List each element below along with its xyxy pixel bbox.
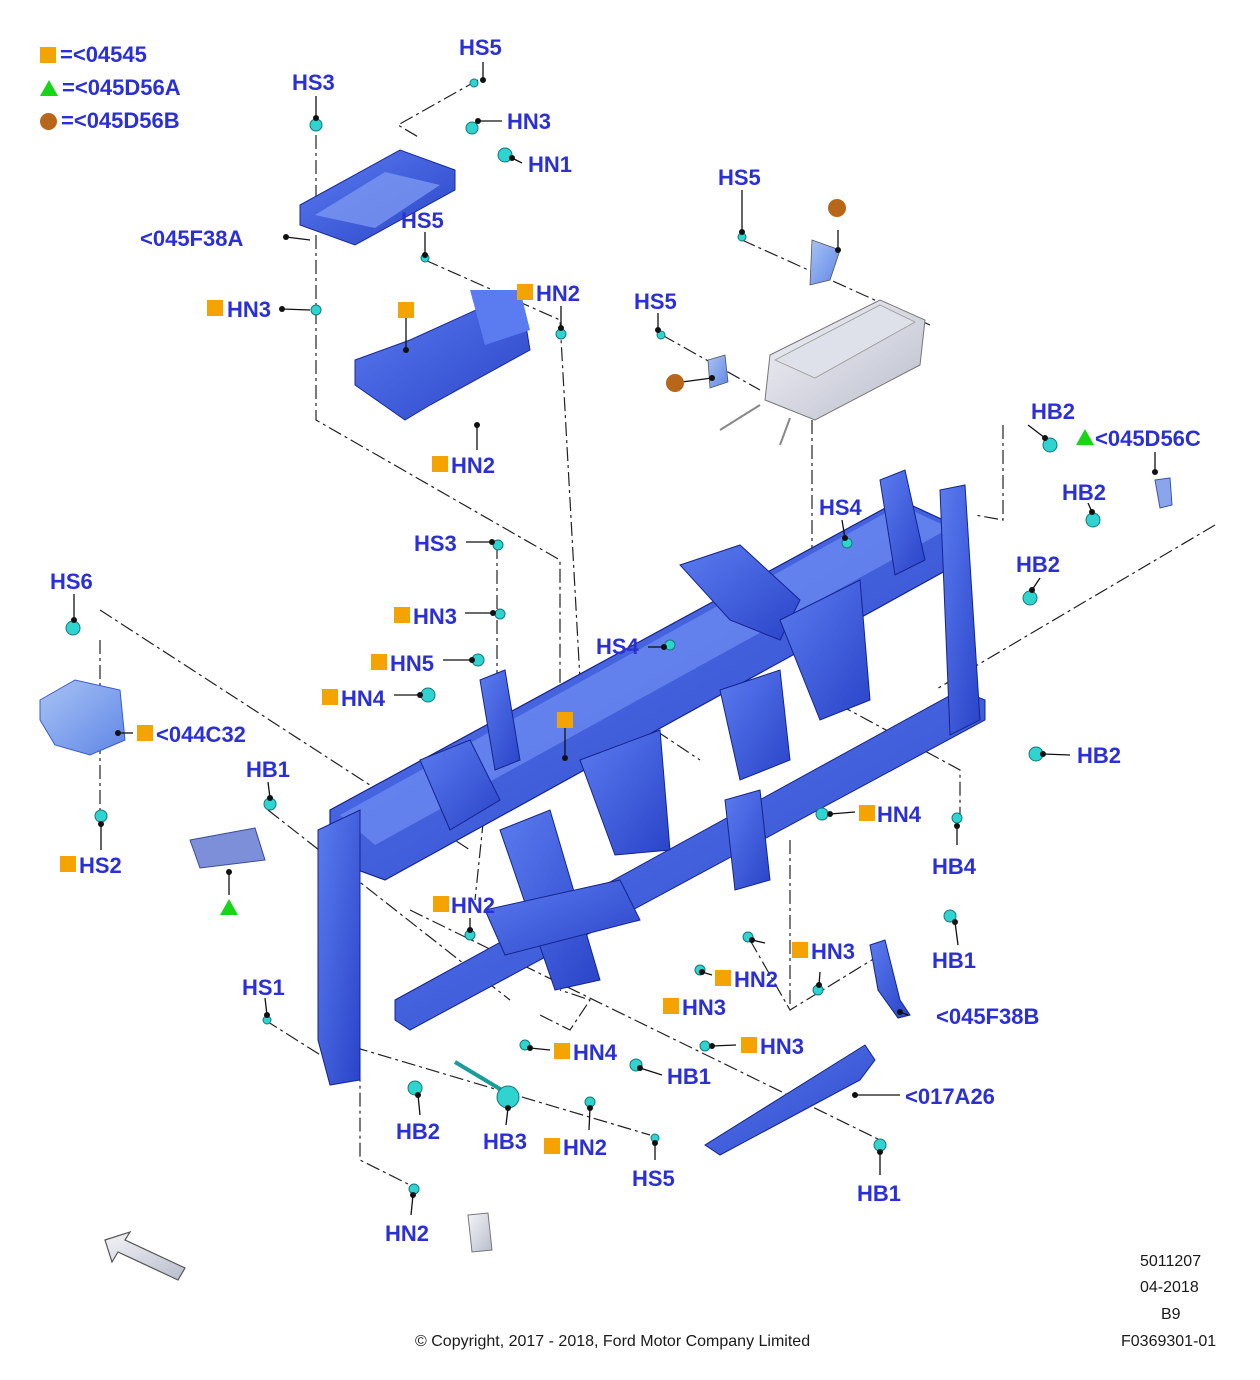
orange-square-icon xyxy=(554,1043,570,1059)
callout-hs6: HS6 xyxy=(50,569,93,594)
legend-text: =<045D56B xyxy=(61,108,180,133)
callout-hn3: HN3 xyxy=(682,995,727,1020)
center-bracket xyxy=(354,289,531,421)
callout-hn5: HN5 xyxy=(390,651,435,676)
callout-hn4: HN4 xyxy=(341,686,386,711)
callout-hb2: HB2 xyxy=(396,1119,441,1144)
small-bracket-right xyxy=(1154,477,1173,509)
orange-square-icon xyxy=(557,712,573,728)
callout-hs3: HS3 xyxy=(292,70,335,95)
orange-square-icon xyxy=(715,970,731,986)
callout-045f38b: <045F38B xyxy=(936,1004,1040,1029)
orange-square-icon xyxy=(207,300,223,316)
orange-square-icon xyxy=(432,456,448,472)
callout-hn4: HN4 xyxy=(877,802,922,827)
callout-hb1: HB1 xyxy=(667,1064,712,1089)
callout-hb3: HB3 xyxy=(483,1129,528,1154)
green-triangle-icon xyxy=(220,899,238,915)
orange-square-icon xyxy=(137,725,153,741)
callout-hn3: HN3 xyxy=(227,297,272,322)
cross-car-beam xyxy=(317,469,986,1086)
orange-square-icon xyxy=(394,607,410,623)
orange-square-icon xyxy=(322,689,338,705)
upper-bracket-045f38a xyxy=(299,149,456,246)
bracket-045f38b xyxy=(869,939,911,1019)
callout-hn2: HN2 xyxy=(451,453,496,478)
legend-text: =<04545 xyxy=(60,42,147,67)
callout-hs3: HS3 xyxy=(414,531,457,556)
callout-hn3: HN3 xyxy=(413,604,458,629)
legend-text: =<045D56A xyxy=(62,75,181,100)
callout-hn3: HN3 xyxy=(507,109,552,134)
drawing-revision: B9 xyxy=(1161,1306,1181,1323)
orange-square-icon xyxy=(792,942,808,958)
callout-hb1: HB1 xyxy=(857,1181,902,1206)
callout-hn1: HN1 xyxy=(528,152,573,177)
orange-square-icon xyxy=(40,47,56,63)
small-bracket-left xyxy=(189,827,266,869)
callout-hb2: HB2 xyxy=(1077,743,1122,768)
callout-044c32: <044C32 xyxy=(156,722,246,747)
callout-hn2: HN2 xyxy=(563,1135,608,1160)
reinforcement-017a26 xyxy=(704,1044,876,1156)
orange-square-icon xyxy=(663,998,679,1014)
callout-leaders xyxy=(73,62,1156,1216)
orange-square-icon xyxy=(859,805,875,821)
legend-item-04545: =<04545 xyxy=(40,44,147,66)
callout-hb1: HB1 xyxy=(932,948,977,973)
brown-circle-icon xyxy=(40,112,57,130)
callout-hs1: HS1 xyxy=(242,975,285,1000)
legend-item-045d56b: =<045D56B xyxy=(40,110,180,132)
direction-arrow-icon xyxy=(104,1230,186,1281)
callout-045d56c: <045D56C xyxy=(1095,426,1201,451)
copyright-notice: © Copyright, 2017 - 2018, Ford Motor Com… xyxy=(415,1333,811,1350)
callout-hn2: HN2 xyxy=(385,1221,430,1246)
side-bracket-044c32 xyxy=(39,679,126,756)
orange-square-icon xyxy=(741,1037,757,1053)
callout-hb4: HB4 xyxy=(932,854,977,879)
airbag-module xyxy=(707,239,926,446)
callout-hs5: HS5 xyxy=(401,208,444,233)
callout-hn2: HN2 xyxy=(451,893,496,918)
orange-square-icon xyxy=(544,1138,560,1154)
callout-hn3: HN3 xyxy=(760,1034,805,1059)
callout-017a26: <017A26 xyxy=(905,1084,995,1109)
orange-square-icon xyxy=(371,654,387,670)
callout-hb2: HB2 xyxy=(1016,552,1061,577)
orange-square-icon xyxy=(433,896,449,912)
callout-hn2: HN2 xyxy=(734,967,779,992)
figure-id: F0369301-01 xyxy=(1121,1333,1217,1350)
callout-hn4: HN4 xyxy=(573,1040,618,1065)
orange-square-icon xyxy=(60,856,76,872)
brown-circle-icon xyxy=(828,199,846,217)
callout-045f38a: <045F38A xyxy=(140,226,244,251)
callout-hs4: HS4 xyxy=(819,495,862,520)
callout-dots xyxy=(71,77,1158,1198)
green-triangle-icon xyxy=(40,80,58,96)
callout-hs2: HS2 xyxy=(79,853,122,878)
brown-circle-icon xyxy=(666,374,684,392)
long-bolt-hb3 xyxy=(453,1060,520,1109)
callout-hs4: HS4 xyxy=(596,634,639,659)
callout-hs5: HS5 xyxy=(718,165,761,190)
callout-hb2: HB2 xyxy=(1062,480,1107,505)
orange-square-icon xyxy=(517,284,533,300)
callout-hs5: HS5 xyxy=(632,1166,675,1191)
legend-item-045d56a: =<045D56A xyxy=(40,77,181,99)
small-bracket-bottom xyxy=(467,1212,493,1253)
green-triangle-icon xyxy=(1076,429,1094,445)
callout-hb1: HB1 xyxy=(246,757,291,782)
callout-hs5: HS5 xyxy=(634,289,677,314)
drawing-number: 5011207 xyxy=(1140,1253,1202,1270)
orange-square-icon xyxy=(398,302,414,318)
callout-hn2: HN2 xyxy=(536,281,581,306)
callout-hn3: HN3 xyxy=(811,939,856,964)
callout-hb2: HB2 xyxy=(1031,399,1076,424)
callout-hs5: HS5 xyxy=(459,35,502,60)
drawing-date: 04-2018 xyxy=(1140,1279,1199,1296)
